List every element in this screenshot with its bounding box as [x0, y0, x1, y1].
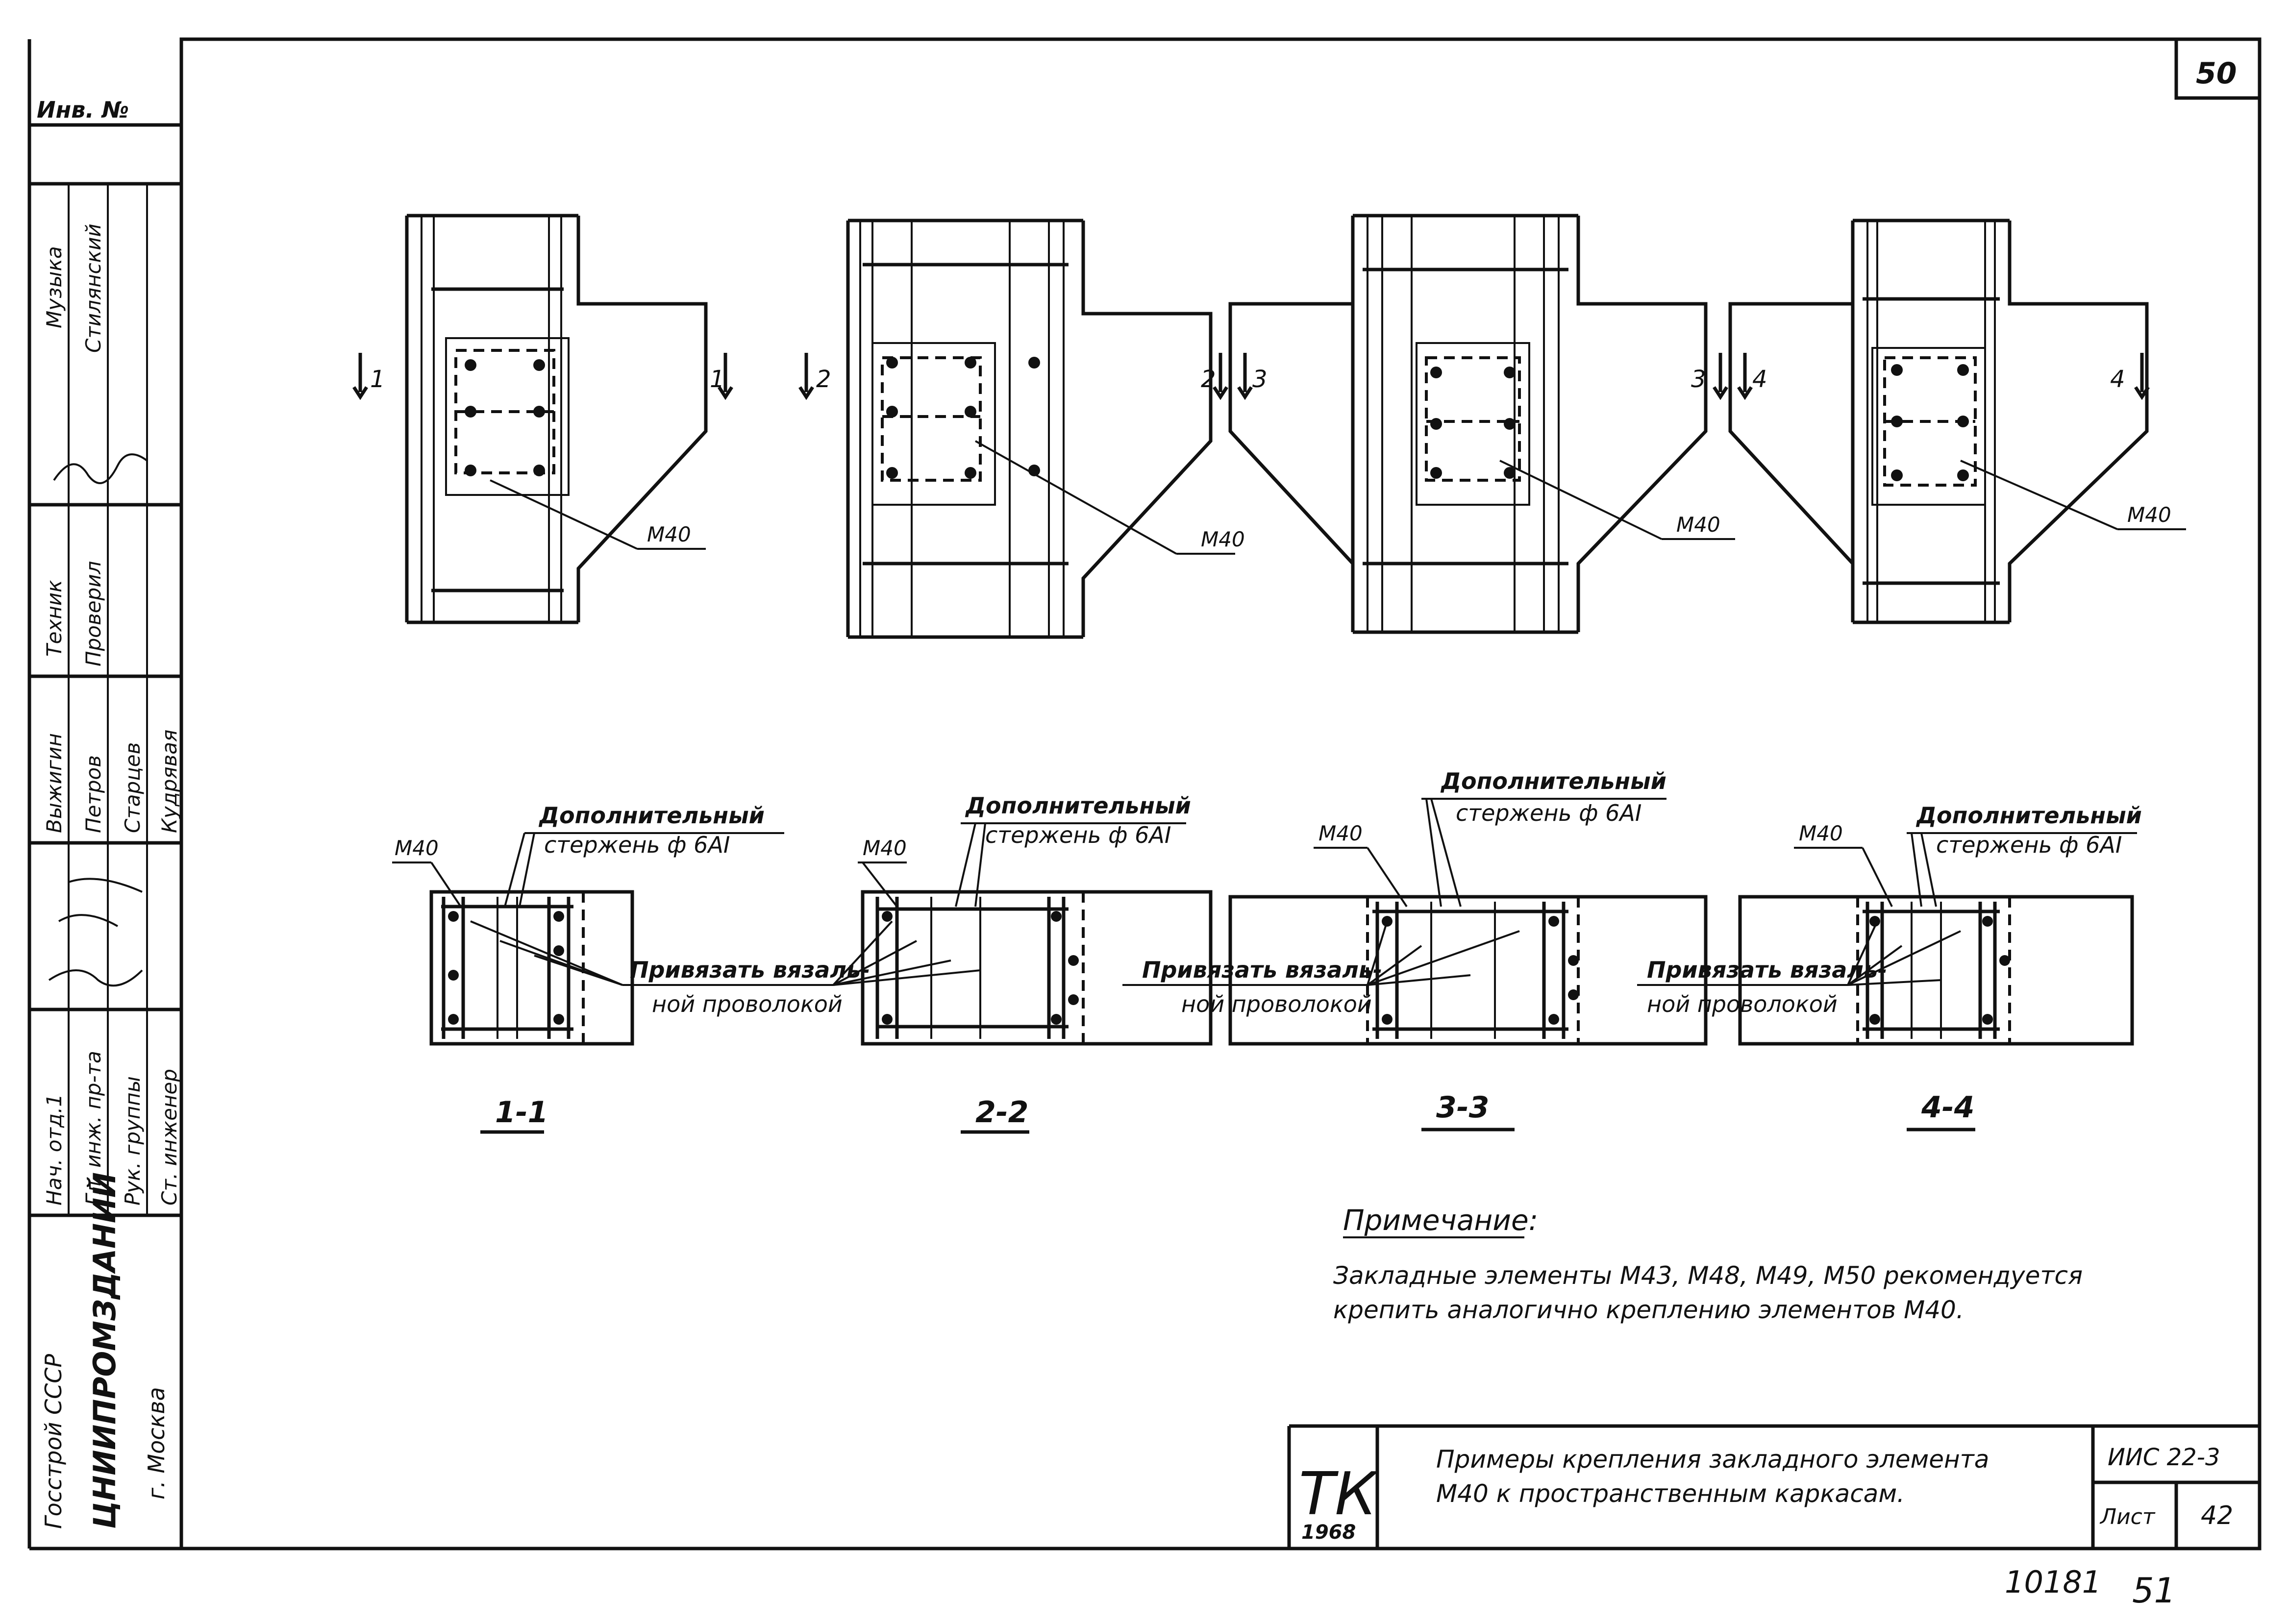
plan-1-mark-right: 1: [710, 366, 725, 393]
sidebar-cell-3b: Петров: [81, 755, 105, 833]
sidebar-cell-4b: Гл. инж. пр-та: [81, 1051, 105, 1206]
org-line-2: ЦНИИПРОМЗДАНИЙ: [87, 1172, 123, 1529]
plan-1-element: М40: [647, 522, 691, 546]
s4-extra-bar-2: стержень ф 6АI: [1936, 832, 2122, 858]
section-label-4: 4-4: [1921, 1090, 1974, 1125]
note-line-1: Закладные элементы М43, М48, М49, М50 ре…: [1333, 1261, 2083, 1290]
sidebar-cell-1a: Музыка: [42, 246, 66, 328]
s1-extra-bar-2: стержень ф 6АI: [544, 832, 730, 858]
s1-element: М40: [395, 836, 439, 860]
s4-tie-2: ной проволокой: [1647, 991, 1838, 1017]
plan-view-1: М40 1 1: [352, 214, 733, 624]
s1-extra-bar-1: Дополнительный: [538, 802, 765, 829]
s4-element: М40: [1799, 821, 1843, 845]
logo-tk: ТК: [1299, 1460, 1379, 1528]
s4-tie-1: Привязать вязаль-: [1647, 957, 1887, 983]
sidebar-cell-4c: Рук. группы: [121, 1076, 145, 1206]
s3-element: М40: [1318, 821, 1363, 845]
plan-2-mark-right: 2: [1201, 366, 1216, 393]
signature: [48, 878, 143, 987]
section-label-2: 2-2: [975, 1095, 1028, 1130]
plan-1-mark-left: 1: [370, 366, 385, 393]
s2-extra-bar-1: Дополнительный: [965, 792, 1191, 819]
s3-extra-bar-1: Дополнительный: [1440, 768, 1666, 794]
plan-3-mark-left: 3: [1252, 366, 1268, 393]
org-line-1: Госстрой СССР: [40, 1354, 67, 1529]
s3-tie-1: Привязать вязаль-: [1142, 957, 1382, 983]
plan-2-mark-left: 2: [816, 366, 831, 393]
s1-tie-1: Привязать вязаль-: [630, 957, 870, 983]
s3-tie-2: ной проволокой: [1181, 991, 1372, 1017]
s1-tie-2: ной проволокой: [652, 991, 843, 1017]
s2-extra-bar-2: стержень ф 6АI: [985, 822, 1171, 848]
sidebar: Инв. № Музыка Стилянский Техник Проверил…: [29, 97, 181, 1529]
section-label-3: 3-3: [1436, 1090, 1489, 1125]
sidebar-cell-2b: Проверил: [81, 561, 105, 666]
plan-4-mark-right: 4: [2110, 366, 2125, 393]
note-line-2: крепить аналогично креплению элементов М…: [1333, 1296, 1964, 1324]
plan-view-4: М40 4 4: [1728, 219, 2186, 624]
plan-2-element: М40: [1201, 527, 1245, 551]
doc-number: 10181: [2005, 1564, 2101, 1600]
plan-view-2: М40 2 2: [798, 219, 1245, 639]
sidebar-cell-3d: Кудрявая: [157, 730, 181, 833]
note: Примечание: Закладные элементы М43, М48,…: [1333, 1204, 2083, 1324]
s4-extra-bar-1: Дополнительный: [1915, 802, 2142, 829]
page-number: 51: [2132, 1571, 2176, 1611]
series-code: ИИС 22-3: [2108, 1444, 2220, 1471]
title-block: ТК 1968 Примеры крепления закладного эле…: [1287, 1424, 2260, 1549]
plan-4-mark-left: 4: [1752, 366, 1767, 393]
sheet-number: 42: [2201, 1501, 2233, 1530]
sidebar-cell-1b: Стилянский: [81, 223, 105, 353]
plan-view-3: М40 3 3: [1228, 214, 1735, 634]
section-label-1: 1-1: [495, 1095, 548, 1130]
sheet-frame: [179, 37, 2262, 1550]
title-line-1: Примеры крепления закладного элемента: [1436, 1445, 1989, 1474]
inv-label: Инв. №: [37, 97, 129, 123]
sheet-label: Лист: [2099, 1504, 2156, 1529]
section-3-3: Дополнительный стержень ф 6АI М40 Привяз…: [1122, 768, 1708, 1132]
logo-year: 1968: [1301, 1521, 1356, 1544]
sidebar-cell-3a: Выжигин: [42, 733, 66, 833]
org-line-3: г. Москва: [143, 1387, 170, 1500]
sidebar-cell-2a: Техник: [42, 580, 66, 657]
section-4-4: Дополнительный стержень ф 6АI М40 Привяз…: [1637, 802, 2142, 1132]
s3-extra-bar-2: стержень ф 6АI: [1456, 800, 1641, 826]
sidebar-cell-3c: Старцев: [121, 742, 145, 833]
section-1-1: Дополнительный стержень ф 6АI М40 Привяз…: [392, 802, 870, 1134]
corner-number-box: 50: [2174, 37, 2262, 100]
sidebar-cell-4d: Ст. инженер: [157, 1069, 181, 1206]
signature: [53, 453, 148, 484]
note-title: Примечание:: [1343, 1204, 1538, 1237]
plan-3-element: М40: [1676, 513, 1720, 537]
section-2-2: Дополнительный стержень ф 6АI М40 2-2: [832, 792, 1213, 1134]
plan-4-element: М40: [2127, 503, 2171, 527]
plan-3-mark-right: 3: [1691, 366, 1706, 393]
sidebar-cell-4a: Нач. отд.1: [42, 1094, 66, 1206]
title-line-2: М40 к пространственным каркасам.: [1436, 1479, 1905, 1508]
corner-number: 50: [2196, 56, 2237, 91]
s2-element: М40: [863, 836, 907, 860]
